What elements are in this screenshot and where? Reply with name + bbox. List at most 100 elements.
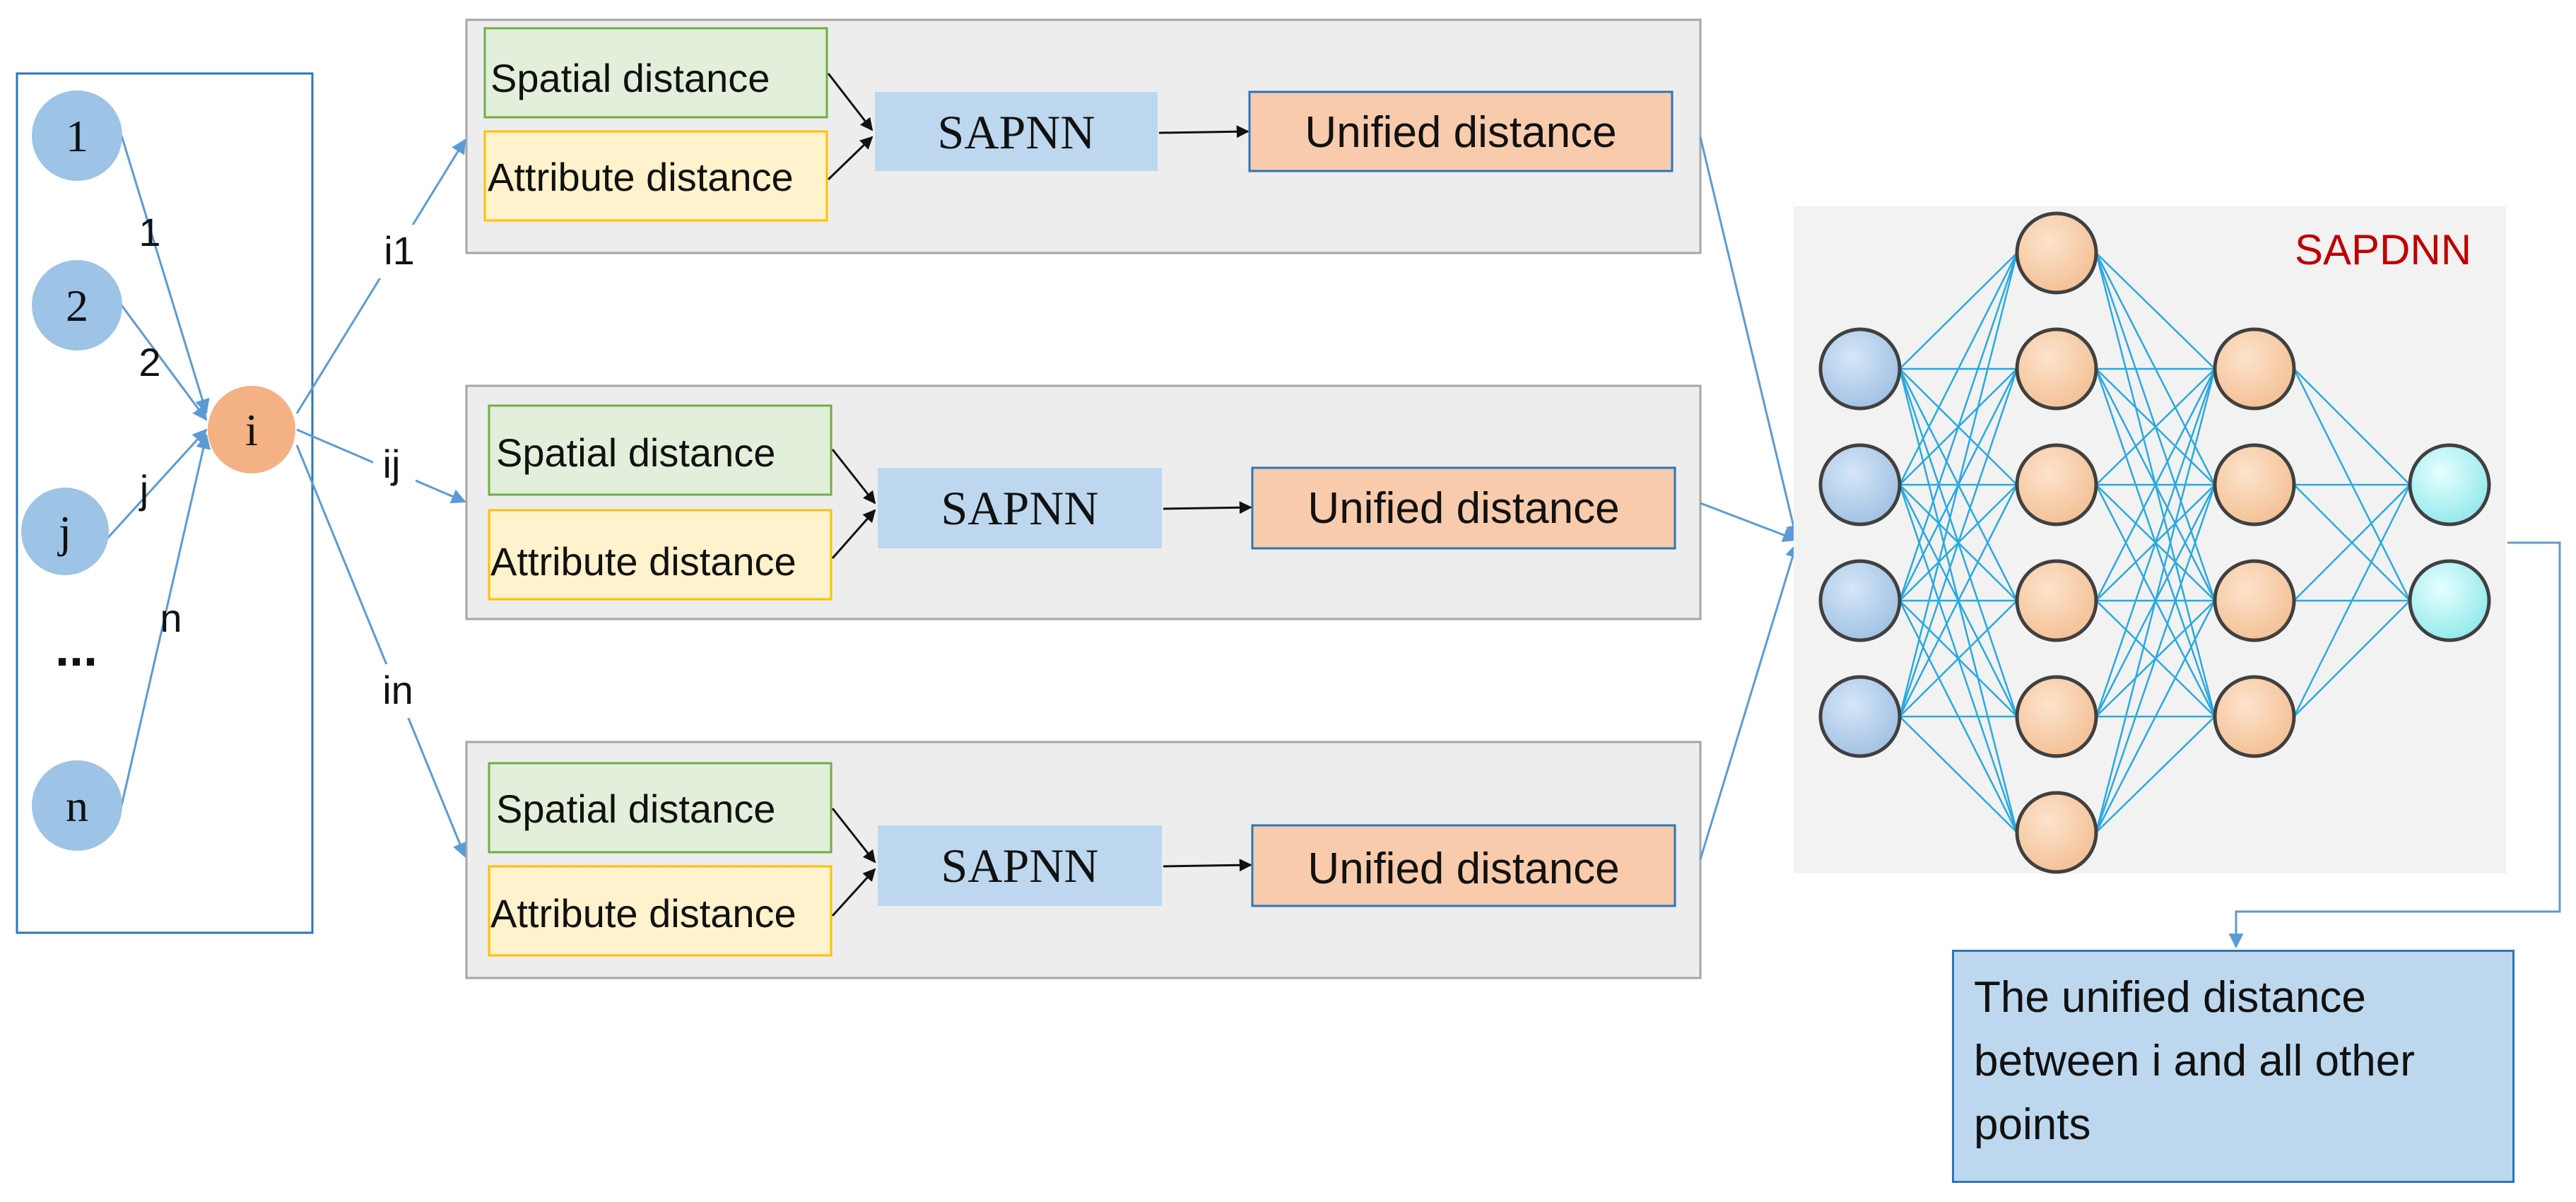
edge-1-to-i (120, 135, 210, 415)
result-line-3: points (1974, 1100, 2091, 1149)
sapdnn-network: SAPDNN (1794, 206, 2506, 874)
network-node-input-1 (1818, 443, 1902, 526)
connector-branch2-to-network (1700, 502, 1798, 543)
branch-2-output-box (1251, 466, 1676, 550)
result-box: The unified distance between i and all o… (1952, 950, 2515, 1183)
branch-3-output-label: Unified distance (1307, 844, 1619, 893)
network-node-input-0 (1818, 327, 1902, 411)
svg-text:j: j (57, 507, 71, 557)
network-nodes (1818, 211, 2491, 874)
network-node-output-0 (2408, 443, 2491, 526)
network-edge-hidden1-5-0 (2095, 368, 2216, 833)
svg-text:n: n (66, 781, 88, 831)
network-edge-input-0-0 (1899, 252, 2018, 370)
network-edge-hidden1-3-0 (2095, 368, 2216, 601)
network-node-hidden1-4 (2015, 675, 2098, 758)
svg-text:1: 1 (66, 111, 88, 161)
network-node-hidden2-3 (2213, 675, 2296, 758)
network-edge-input-2-0 (1898, 252, 2018, 601)
ellipsis: ... (55, 620, 98, 677)
result-line-2: between i and all other (1974, 1037, 2415, 1085)
svg-text:2: 2 (66, 281, 88, 331)
edge-n-to-i (120, 433, 211, 806)
branch-1: Spatial distance Attribute distance SAPN… (465, 18, 1702, 254)
network-node-input-2 (1818, 559, 1902, 642)
network-edges (1898, 252, 2411, 833)
branch-1-attribute-box (483, 130, 828, 222)
branch-2-spatial-box (488, 404, 833, 496)
branch-3-model-label: SAPNN (941, 839, 1099, 892)
result-line-1: The unified distance (1974, 973, 2366, 1022)
edge-label-1: 1 (139, 210, 160, 254)
branch-2-spatial-label: Spatial distance (496, 430, 775, 475)
connector-network-to-result (2228, 541, 2561, 949)
connector-branch3-to-network (1699, 542, 1800, 860)
network-node-hidden1-5 (2015, 791, 2098, 874)
network-node-hidden1-1 (2015, 327, 2098, 411)
network-node-hidden1-0 (2015, 211, 2098, 295)
branch-1-spatial-box (483, 27, 828, 119)
edge-j-to-i (105, 428, 208, 541)
network-node-hidden1-3 (2015, 559, 2098, 642)
node-n: n (32, 760, 122, 851)
svg-text:i: i (245, 405, 258, 455)
network-edge-input-3-5 (1899, 716, 2018, 833)
network-label: SAPDNN (2295, 226, 2471, 273)
center-node-i: i (208, 386, 295, 473)
network-edge-hidden2-0-0 (2293, 368, 2411, 485)
network-edge-hidden2-3-0 (2293, 484, 2411, 717)
network-node-hidden2-1 (2213, 443, 2296, 526)
network-background (1794, 206, 2506, 873)
branch-2-output-label: Unified distance (1307, 484, 1619, 533)
branch-2-attribute-label: Attribute distance (490, 539, 796, 584)
edge-label-2: 2 (139, 340, 160, 384)
node-2: 2 (32, 260, 122, 350)
branch-3-model-box (878, 825, 1162, 906)
connector-in (295, 444, 467, 858)
edge-label-n: n (160, 596, 182, 640)
branch-2-arrow-attribute (831, 509, 876, 559)
branch-2: Spatial distance Attribute distance SAPN… (465, 384, 1702, 620)
branch-1-output-label: Unified distance (1305, 108, 1616, 157)
edge-2-to-i (120, 305, 208, 421)
network-edge-input-1-0 (1898, 252, 2018, 485)
network-edge-input-3-2 (1898, 484, 2018, 717)
branch-1-arrow-spatial (827, 73, 874, 131)
branch-2-arrow-output (1163, 501, 1252, 514)
network-edge-input-3-1 (1898, 368, 2018, 717)
branch-3-spatial-box (488, 762, 833, 854)
network-node-input-3 (1818, 675, 1902, 758)
network-edge-hidden1-5-1 (2095, 484, 2216, 833)
network-edge-hidden1-4-0 (2095, 368, 2216, 717)
branch-label-in: in (382, 668, 413, 712)
neighbor-edges (105, 135, 211, 806)
branch-3-attribute-box (488, 865, 833, 957)
branch-3-arrow-output (1163, 859, 1252, 872)
branch-3-arrow-spatial (831, 808, 876, 864)
network-node-output-1 (2408, 559, 2491, 642)
network-connectors (1699, 136, 1801, 860)
left-panel: 1 2 j n 1 2 j ... n i (16, 72, 314, 934)
branch-1-attribute-label: Attribute distance (488, 155, 794, 199)
branch-1-spatial-label: Spatial distance (490, 56, 770, 100)
network-edge-hidden1-2-0 (2095, 368, 2216, 485)
node-j: j (21, 488, 109, 575)
edge-label-j: j (139, 467, 148, 512)
branch-2-arrow-spatial (831, 449, 876, 505)
network-edge-hidden1-5-3 (2095, 716, 2216, 833)
network-node-hidden1-2 (2015, 443, 2098, 526)
network-node-hidden2-2 (2213, 559, 2296, 642)
network-edge-input-3-0 (1898, 252, 2018, 717)
branch-1-output-box (1248, 90, 1674, 172)
branch-1-model-box (875, 92, 1158, 171)
branch-1-model-label: SAPNN (938, 105, 1095, 159)
network-edge-input-3-3 (1899, 600, 2018, 717)
branch-label-ij: ij (383, 442, 401, 486)
network-edge-hidden1-5-2 (2095, 600, 2216, 833)
branch-3-spatial-label: Spatial distance (496, 786, 775, 831)
branch-2-model-label: SAPNN (941, 481, 1099, 535)
branch-3: Spatial distance Attribute distance SAPN… (465, 741, 1702, 979)
connector-branch1-to-network (1699, 136, 1801, 541)
branch-2-attribute-box (488, 509, 833, 601)
